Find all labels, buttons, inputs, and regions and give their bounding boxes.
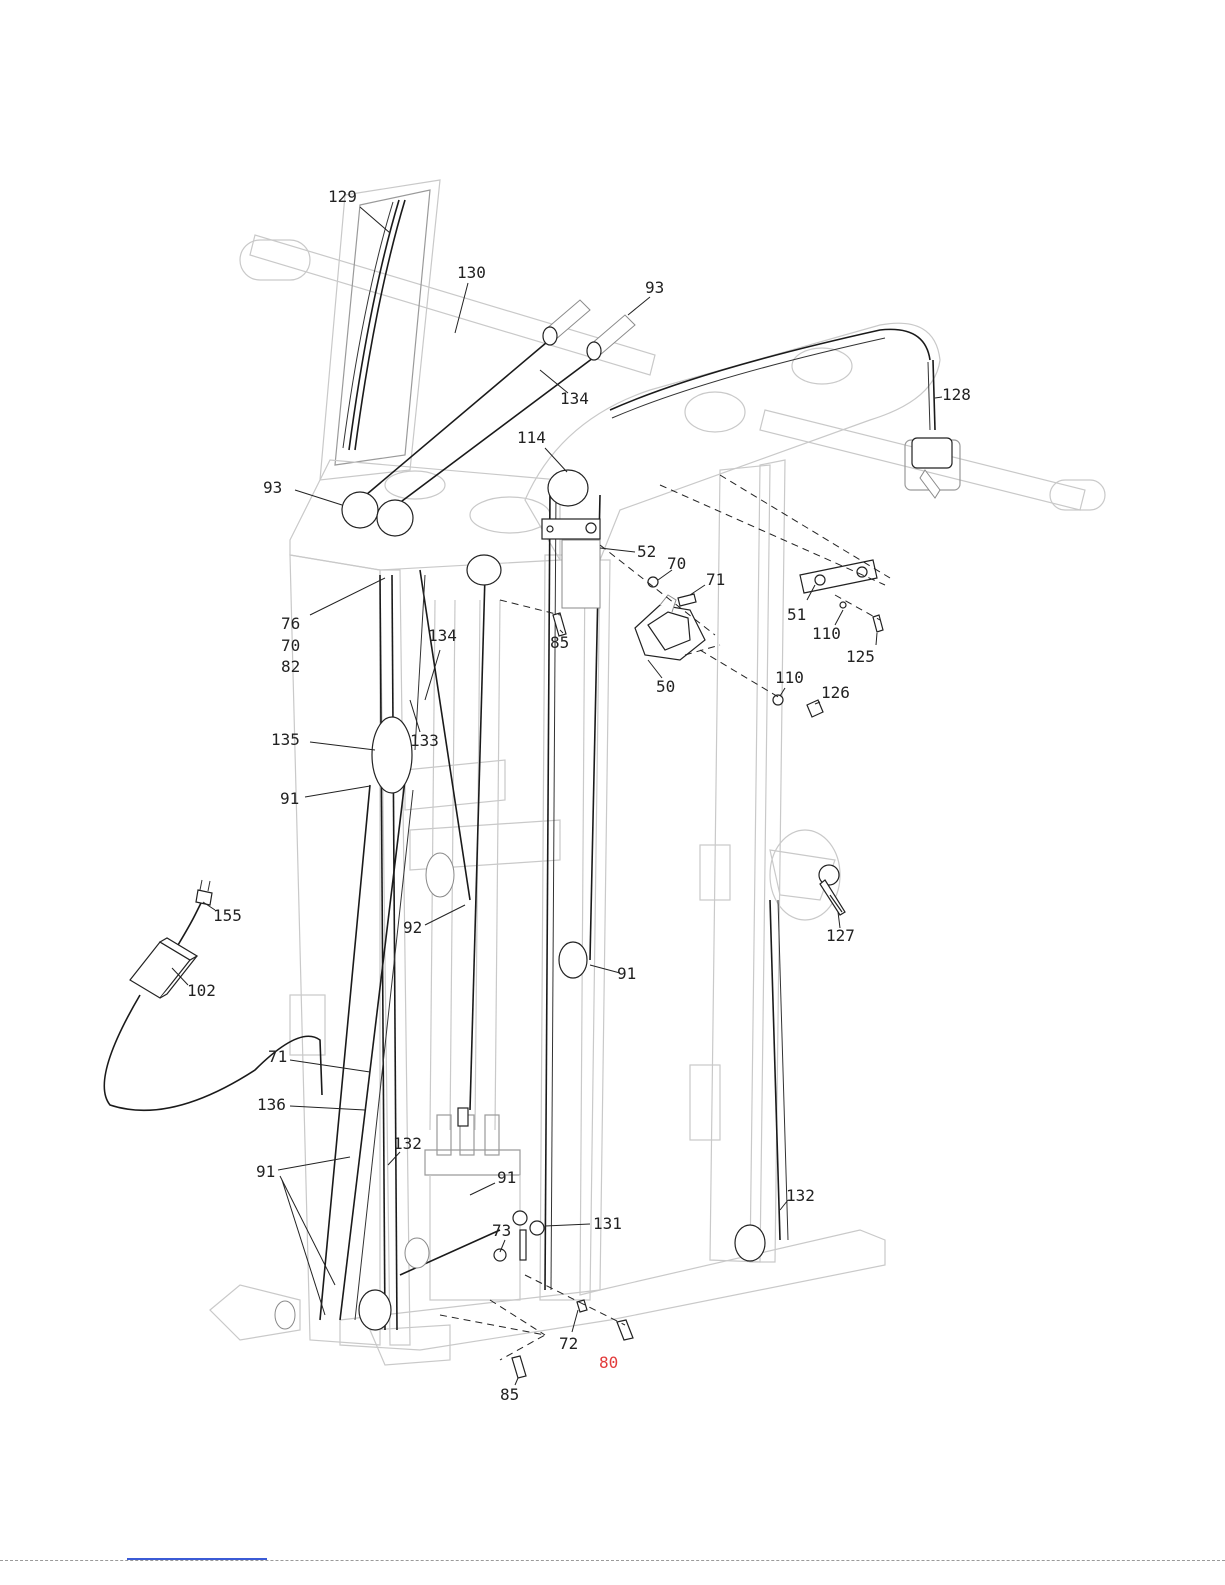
callout-85-bottom: 85: [500, 1385, 519, 1404]
callout-134-mid: 134: [428, 626, 457, 645]
callout-70-top: 70: [667, 554, 686, 573]
callout-labels: 129 130 93 134 128 114 93 52 70 71 51 11…: [187, 187, 971, 1404]
callout-126: 126: [821, 683, 850, 702]
callout-135: 135: [271, 730, 300, 749]
callout-73: 73: [492, 1221, 511, 1240]
callout-80: 80: [599, 1353, 618, 1372]
callout-110-mid: 110: [775, 668, 804, 687]
top-rollers: [543, 300, 635, 360]
callout-125: 125: [846, 647, 875, 666]
cable-routing: [320, 200, 935, 1330]
roller-131-b: [530, 1221, 544, 1235]
callout-134-top: 134: [560, 389, 589, 408]
screw-126: [807, 700, 823, 717]
screw-125: [873, 615, 883, 632]
callout-71-top: 71: [706, 570, 725, 589]
pulley-93-left: [342, 492, 378, 528]
plate-51: [800, 560, 877, 608]
pulley-91-center: [559, 942, 587, 978]
footer-link-underline: [127, 1558, 267, 1560]
bolt-80: [617, 1320, 633, 1340]
fasteners: [458, 577, 883, 1378]
callout-91-base: 91: [256, 1162, 275, 1181]
pop-pin-127: [819, 865, 845, 915]
callout-132-left: 132: [393, 1134, 422, 1153]
callout-91-left: 91: [280, 789, 299, 808]
callout-128: 128: [942, 385, 971, 404]
washer-72: [577, 1300, 587, 1312]
bolt-71: [678, 594, 696, 606]
cable-end-fitting: [458, 1108, 468, 1126]
callout-114: 114: [517, 428, 546, 447]
callout-51: 51: [787, 605, 806, 624]
callout-93-left: 93: [263, 478, 282, 497]
callout-129: 129: [328, 187, 357, 206]
callout-130: 130: [457, 263, 486, 282]
callout-92: 92: [403, 918, 422, 937]
callout-136: 136: [257, 1095, 286, 1114]
callout-52: 52: [637, 542, 656, 561]
washer-70: [648, 577, 658, 587]
callout-50: 50: [656, 677, 675, 696]
pulley-135: [372, 717, 412, 793]
pulley-114: [548, 470, 588, 506]
pulley-93-right: [377, 500, 413, 536]
callout-76: 76: [281, 614, 300, 633]
callout-72: 72: [559, 1334, 578, 1353]
callout-102: 102: [187, 981, 216, 1000]
callout-132-right: 132: [786, 1186, 815, 1205]
callout-91-center: 91: [617, 964, 636, 983]
callout-71-left: 71: [268, 1047, 287, 1066]
callout-131: 131: [593, 1214, 622, 1233]
bolt-85-bottom: [512, 1356, 526, 1378]
callout-91-carriage: 91: [497, 1168, 516, 1187]
pulley-92: [426, 853, 454, 897]
callout-93-top: 93: [645, 278, 664, 297]
pulley-132-base: [735, 1225, 765, 1261]
callout-110-top: 110: [812, 624, 841, 643]
handle-128: [912, 438, 952, 498]
footer-rule: [0, 1560, 1225, 1562]
callout-70-left: 70: [281, 636, 300, 655]
machine-frame: [210, 180, 1105, 1365]
callout-127: 127: [826, 926, 855, 945]
pulley-top-small: [467, 555, 501, 585]
pulley-91-base: [359, 1290, 391, 1330]
callout-85-top: 85: [550, 633, 569, 652]
callout-82: 82: [281, 657, 300, 676]
callout-155: 155: [213, 906, 242, 925]
pin-73: [520, 1230, 526, 1260]
callout-133: 133: [410, 731, 439, 750]
roller-131-a: [513, 1211, 527, 1225]
